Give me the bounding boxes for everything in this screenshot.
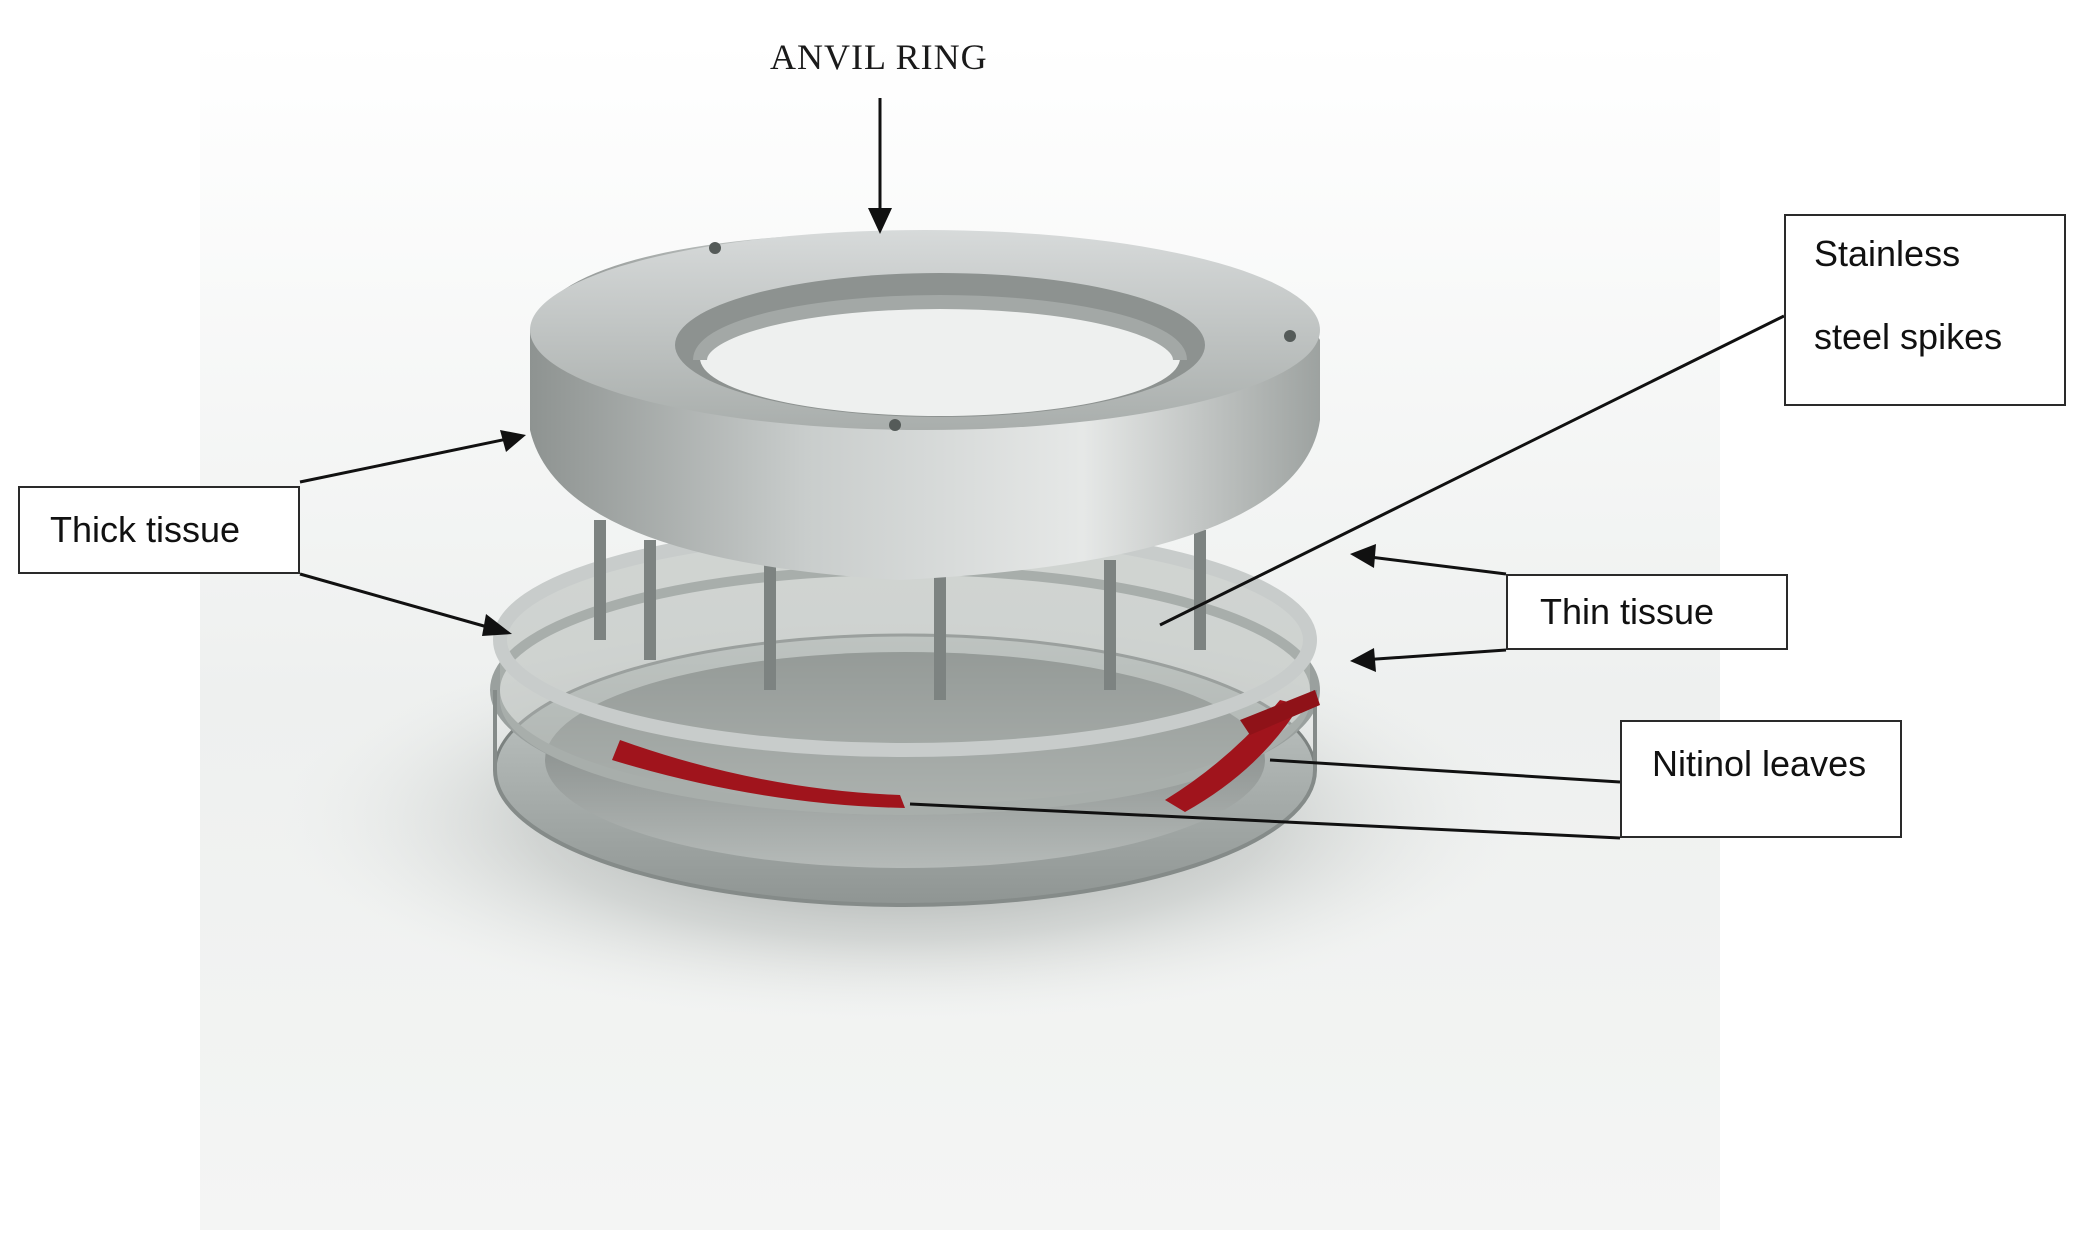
nitinol-leaves-label: Nitinol leaves bbox=[1620, 720, 1902, 838]
thin-tissue-text: Thin tissue bbox=[1540, 591, 1715, 633]
stainless-line1: Stainless bbox=[1814, 233, 1961, 274]
thick-tissue-text: Thick tissue bbox=[50, 509, 241, 551]
anvil-ring-label: ANVIL RING bbox=[770, 37, 988, 77]
thin-tissue-label: Thin tissue bbox=[1506, 574, 1788, 650]
nitinol-leaves-text: Nitinol leaves bbox=[1652, 743, 1867, 784]
stainless-line2: steel spikes bbox=[1814, 316, 2003, 358]
stainless-steel-spikes-label: Stainless steel spikes bbox=[1784, 214, 2066, 406]
thick-tissue-label: Thick tissue bbox=[18, 486, 300, 574]
